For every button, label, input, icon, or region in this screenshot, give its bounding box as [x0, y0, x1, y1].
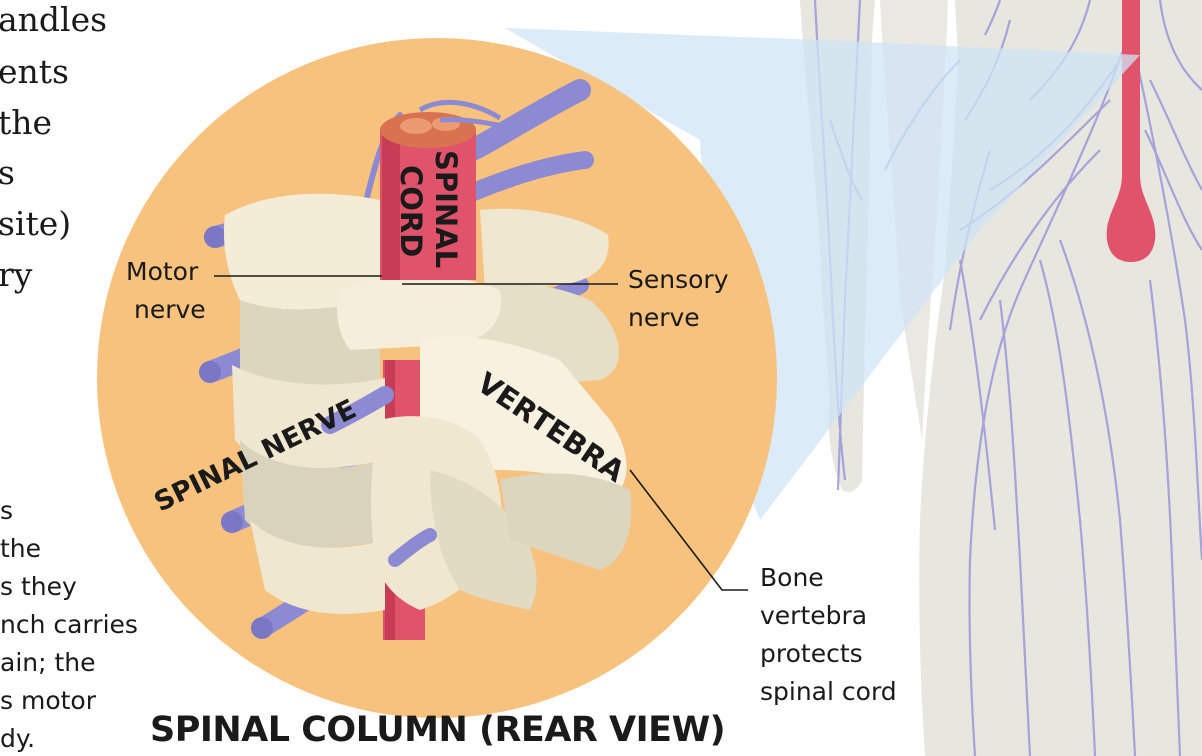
bone-vertebra-line: protects	[760, 639, 863, 668]
motor-nerve-line: nerve	[134, 295, 206, 324]
sensory-nerve-line: Sensory	[628, 265, 729, 294]
caption-line: ain; the	[0, 648, 96, 677]
body-spinal-cord	[1106, 0, 1156, 262]
intro-line: ry	[0, 255, 33, 294]
intro-line: the	[0, 103, 53, 142]
spinal-cord-label-2: CORD	[394, 165, 428, 257]
intro-line: site)	[0, 204, 72, 243]
motor-nerve-label: Motor nerve	[126, 253, 206, 329]
caption-line: s they	[0, 572, 77, 601]
motor-nerve-line: Motor	[126, 257, 199, 286]
bone-vertebra-label: Bone vertebra protects spinal cord	[760, 559, 897, 711]
sensory-nerve-label: Sensory nerve	[628, 261, 729, 337]
bone-vertebra-line: vertebra	[760, 601, 868, 630]
intro-line: ents	[0, 52, 69, 91]
bone-vertebra-line: Bone	[760, 563, 824, 592]
intro-line: andles	[0, 0, 108, 39]
caption-line: dy.	[0, 724, 36, 753]
bone-vertebra-line: spinal cord	[760, 677, 897, 706]
vertebrae	[223, 193, 632, 614]
spinal-nerve-label: SPINAL NERVE	[149, 394, 361, 519]
caption-line: s motor	[0, 686, 96, 715]
zoom-beam	[505, 28, 1140, 520]
caption-line: s	[0, 496, 14, 525]
leader-lines	[214, 275, 748, 591]
sensory-nerve-line: nerve	[628, 303, 700, 332]
intro-line: s	[0, 153, 15, 192]
caption-line: the	[0, 534, 42, 563]
vertebra-label: VERTEBRA	[471, 366, 631, 489]
spinal-cord-upper	[380, 99, 516, 280]
caption-line: nch carries	[0, 610, 138, 639]
spinal-cord-label-1: SPINAL	[429, 150, 463, 268]
figure-title: SPINAL COLUMN (REAR VIEW)	[150, 710, 726, 750]
